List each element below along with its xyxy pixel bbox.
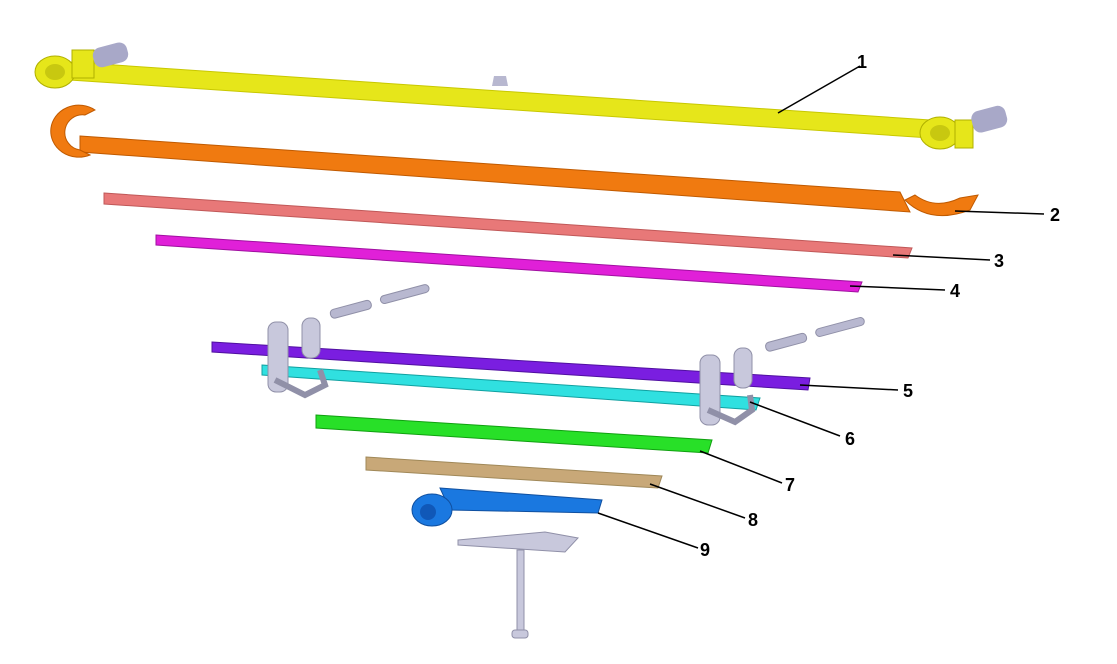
part-7-leaf bbox=[315, 414, 713, 454]
part-5-leaf bbox=[211, 341, 811, 391]
part-3-leaf bbox=[103, 192, 913, 259]
callout-9: 9 bbox=[700, 540, 711, 560]
callout-5: 5 bbox=[903, 381, 914, 401]
callout-1: 1 bbox=[857, 52, 868, 72]
part-1-main-leaf bbox=[34, 42, 1008, 150]
callout-8: 8 bbox=[748, 510, 759, 530]
callout-6: 6 bbox=[845, 429, 856, 449]
callout-7: 7 bbox=[785, 475, 796, 495]
part-2-second-leaf bbox=[50, 104, 979, 217]
callout-4: 4 bbox=[950, 281, 961, 301]
leader-lines bbox=[597, 65, 1045, 549]
callout-3: 3 bbox=[994, 251, 1005, 271]
callout-2: 2 bbox=[1050, 205, 1061, 225]
part-9-leaf bbox=[411, 487, 603, 527]
part-6-leaf bbox=[261, 364, 761, 411]
bolts bbox=[329, 284, 865, 352]
part-4-leaf bbox=[155, 234, 863, 293]
center-plate-bolt bbox=[457, 531, 579, 639]
part-8-leaf bbox=[365, 456, 663, 489]
